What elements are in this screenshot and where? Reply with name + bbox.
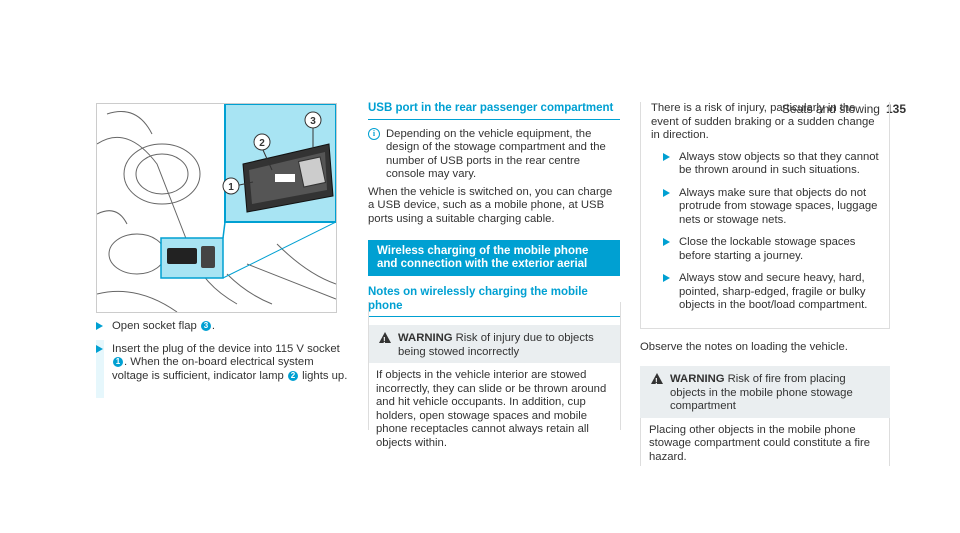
step-open-flap: Open socket flap 3. <box>96 320 351 334</box>
step-stow-objects: Always stow objects so that they cannot … <box>663 151 879 178</box>
step-close-lockable: Close the lockable stowage spaces before… <box>663 236 879 263</box>
badge-3: 3 <box>200 321 211 332</box>
step-arrow-icon <box>663 188 670 197</box>
step-arrow-icon <box>96 322 103 330</box>
middle-column: USB port in the rear passenger compartme… <box>368 102 620 452</box>
callout-3: 3 <box>310 116 316 127</box>
illustration-drawing: 1 2 3 <box>97 104 336 312</box>
step-arrow-icon <box>663 152 670 161</box>
wireless-charging-banner: Wireless charging of the mobile phone an… <box>368 240 620 276</box>
right-column: There is a risk of injury, particularly … <box>640 102 890 466</box>
page-number: 135 <box>885 102 906 116</box>
step-arrow-icon <box>96 344 103 353</box>
warning-triangle-icon <box>379 332 391 348</box>
step-arrow-icon <box>663 238 670 246</box>
warning-triangle-icon <box>651 373 663 389</box>
header-section-title: Seats and stowing <box>781 102 880 116</box>
notes-section-title: Notes on wirelessly charging the mobile … <box>368 286 620 317</box>
warning-body-fire: Placing other objects in the mobile phon… <box>640 417 890 466</box>
step-insert-plug: Insert the plug of the device into 115 V… <box>96 343 351 384</box>
step-secure-heavy: Always stow and secure heavy, hard, poin… <box>663 272 879 313</box>
info-icon: i <box>368 127 380 140</box>
callout-1: 1 <box>228 182 234 193</box>
badge-1: 1 <box>113 357 123 368</box>
divider <box>620 302 621 430</box>
step-no-protrude: Always make sure that objects do not pro… <box>663 187 879 228</box>
observe-note: Observe the notes on loading the vehicle… <box>640 340 848 353</box>
divider <box>368 302 369 430</box>
left-step-highlight <box>96 340 104 398</box>
info-note: i Depending on the vehicle equipment, th… <box>368 127 620 182</box>
warning-body-objects: If objects in the vehicle interior are s… <box>376 369 607 449</box>
page-header: Seats and stowing 135 <box>782 102 906 116</box>
usb-section-title: USB port in the rear passenger compartme… <box>368 102 620 120</box>
step-arrow-icon <box>663 274 670 282</box>
usb-charge-paragraph: When the vehicle is switched on, you can… <box>368 185 613 225</box>
badge-2: 2 <box>287 370 298 381</box>
continuation-text: There is a risk of injury, particularly … <box>651 102 875 141</box>
usb-socket-illustration: 1 2 3 <box>96 103 337 313</box>
callout-2: 2 <box>259 138 265 149</box>
warning-continuation: There is a risk of injury, particularly … <box>640 102 890 329</box>
left-column: Open socket flap 3. Insert the plug of t… <box>96 320 351 392</box>
